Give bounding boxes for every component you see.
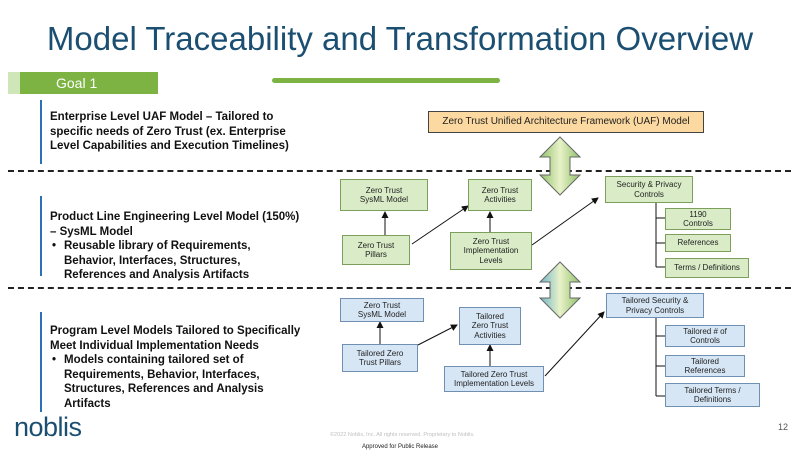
noblis-logo: noblis [14, 412, 82, 442]
program-section-text: Program Level Models Tailored to Specifi… [50, 324, 300, 411]
goal-tab: Goal 1 [8, 72, 158, 94]
program-line-2: Meet Individual Implementation Needs [50, 339, 259, 352]
enterprise-bracket [40, 100, 42, 164]
pl-references-box: References [665, 234, 731, 252]
pl-terms-box: Terms / Definitions [665, 258, 749, 278]
prog-terms-box: Tailored Terms /Definitions [665, 383, 760, 407]
product-line-bullet: Reusable library of Requirements, [50, 239, 299, 254]
enterprise-section-text: Enterprise Level UAF Model – Tailored to… [50, 110, 289, 154]
program-bullet-cont: Structures, References and Analysis [64, 383, 264, 395]
program-bullet: Models containing tailored set of [50, 353, 300, 368]
product-line-bullet-cont: References and Analysis Artifacts [64, 269, 250, 281]
product-line-line-2: – SysML Model [50, 225, 133, 238]
divider-bottom [8, 287, 791, 289]
product-line-bullet-cont: Behavior, Interfaces, Structures, [64, 254, 241, 267]
program-bracket [40, 312, 42, 412]
page-title: Model Traceability and Transformation Ov… [46, 20, 754, 57]
program-bullet-cont: Artifacts [64, 397, 111, 410]
double-arrow-icon [538, 261, 582, 319]
double-arrow-icon [538, 136, 582, 196]
product-line-section-text: Product Line Engineering Level Model (15… [50, 210, 299, 283]
page-number: 12 [777, 422, 788, 432]
enterprise-line-1: Enterprise Level UAF Model – Tailored to [50, 111, 274, 123]
release-text: Approved for Public Release [361, 444, 439, 450]
enterprise-line-3: Level Capabilities and Execution Timelin… [50, 140, 289, 152]
goal-label: Goal 1 [56, 75, 98, 91]
copyright-text: ©2022 Noblis, Inc. All rights reserved. … [330, 432, 475, 438]
prog-security-privacy-box: Tailored Security &Privacy Controls [606, 293, 704, 318]
product-line-line-1: Product Line Engineering Level Model (15… [50, 211, 300, 223]
divider-top [8, 170, 791, 172]
program-bullet-cont: Requirements, Behavior, Interfaces, [64, 368, 260, 381]
product-line-bracket [40, 196, 42, 276]
program-line-1: Program Level Models Tailored to Specifi… [50, 325, 301, 337]
uaf-model-box: Zero Trust Unified Architecture Framewor… [428, 111, 704, 133]
enterprise-line-2: specific needs of Zero Trust (ex. Enterp… [50, 125, 286, 138]
green-accent-bar [272, 78, 500, 83]
